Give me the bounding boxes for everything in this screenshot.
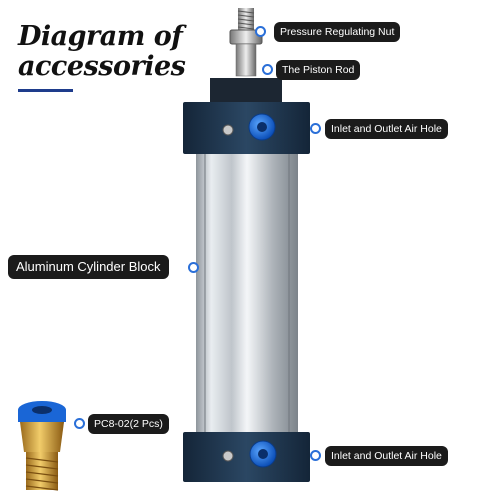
label-pressure-regulating-nut: Pressure Regulating Nut xyxy=(274,22,401,42)
title-line-1: Diagram of xyxy=(18,21,183,52)
pressure-regulating-nut xyxy=(229,8,263,45)
bottom-end-cap xyxy=(183,432,310,482)
piston-rod xyxy=(210,43,282,102)
air-hole-bottom-marker xyxy=(310,450,321,461)
air-hole-top-marker xyxy=(310,123,321,134)
title-underline xyxy=(18,89,73,92)
rod-marker xyxy=(262,64,273,75)
label-piston-rod: The Piston Rod xyxy=(276,60,361,80)
label-aluminum-cylinder-block: Aluminum Cylinder Block xyxy=(8,255,169,279)
title-line-2: accessories xyxy=(18,51,186,82)
push-fit-fitting-illustration xyxy=(18,401,66,491)
label-fitting: PC8-02(2 Pcs) xyxy=(88,414,169,434)
label-air-hole-top: Inlet and Outlet Air Hole xyxy=(325,119,448,139)
aluminum-cylinder-block xyxy=(196,154,298,432)
fitting-marker xyxy=(74,418,85,429)
label-air-hole-bottom: Inlet and Outlet Air Hole xyxy=(325,446,448,466)
top-end-cap xyxy=(183,102,310,154)
nut-marker xyxy=(255,26,266,37)
block-marker xyxy=(188,262,199,273)
